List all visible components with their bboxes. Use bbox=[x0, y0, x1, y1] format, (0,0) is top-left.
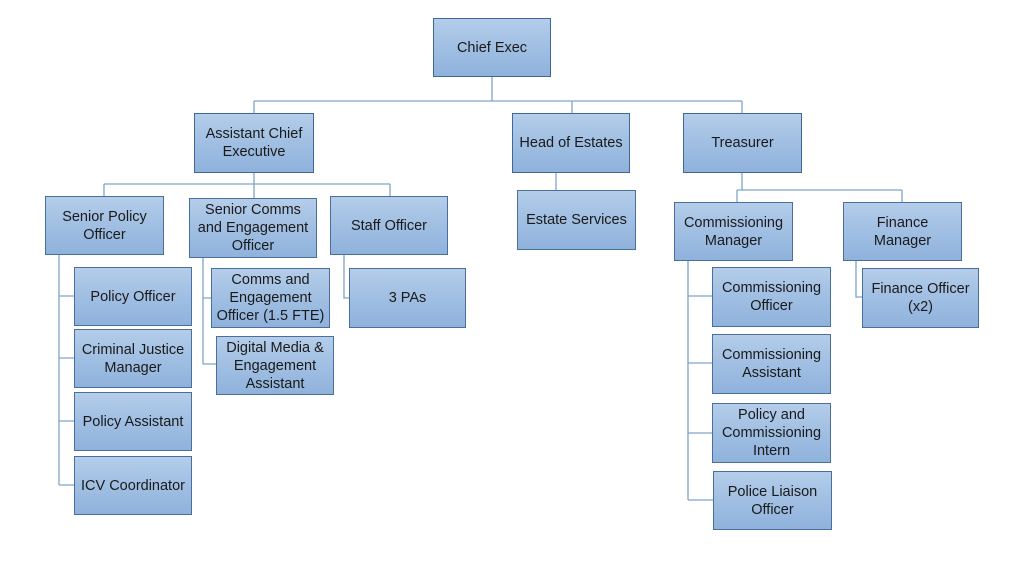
node-icv-coordinator: ICV Coordinator bbox=[74, 456, 192, 515]
node-finance-manager: Finance Manager bbox=[843, 202, 962, 261]
node-senior-policy-officer: Senior Policy Officer bbox=[45, 196, 164, 255]
node-police-liaison-officer: Police Liaison Officer bbox=[713, 471, 832, 530]
node-digital-media-engagement-assistant: Digital Media & Engagement Assistant bbox=[216, 336, 334, 395]
node-policy-officer: Policy Officer bbox=[74, 267, 192, 326]
node-commissioning-assistant: Commissioning Assistant bbox=[712, 334, 831, 394]
node-assistant-chief-executive: Assistant Chief Executive bbox=[194, 113, 314, 173]
node-commissioning-manager: Commissioning Manager bbox=[674, 202, 793, 261]
node-treasurer: Treasurer bbox=[683, 113, 802, 173]
node-policy-commissioning-intern: Policy and Commissioning Intern bbox=[712, 403, 831, 463]
node-policy-assistant: Policy Assistant bbox=[74, 392, 192, 451]
node-chief-exec: Chief Exec bbox=[433, 18, 551, 77]
node-estate-services: Estate Services bbox=[517, 190, 636, 250]
node-three-pas: 3 PAs bbox=[349, 268, 466, 328]
node-staff-officer: Staff Officer bbox=[330, 196, 448, 255]
node-senior-comms-engagement-officer: Senior Comms and Engagement Officer bbox=[189, 198, 317, 258]
node-criminal-justice-manager: Criminal Justice Manager bbox=[74, 329, 192, 388]
node-commissioning-officer: Commissioning Officer bbox=[712, 267, 831, 327]
node-comms-engagement-officer: Comms and Engagement Officer (1.5 FTE) bbox=[211, 268, 330, 328]
node-finance-officer: Finance Officer (x2) bbox=[862, 268, 979, 328]
node-head-of-estates: Head of Estates bbox=[512, 113, 630, 173]
